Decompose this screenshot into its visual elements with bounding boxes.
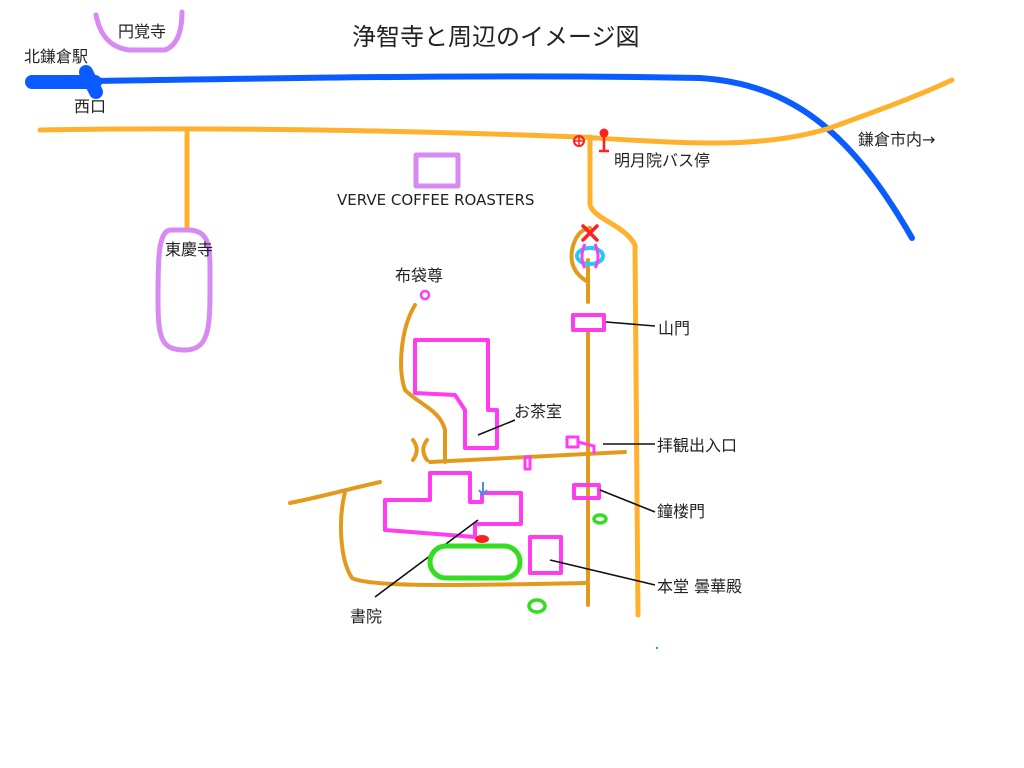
tea-room-label: お茶室 xyxy=(514,402,562,421)
pond xyxy=(575,246,605,266)
sanmon-building xyxy=(571,313,606,332)
main-road xyxy=(37,77,955,618)
shoromon-label: 鐘楼門 xyxy=(657,502,705,521)
tokeiji-outline xyxy=(155,227,213,353)
temple-symbol-icon xyxy=(573,135,585,147)
entrance-gate xyxy=(565,435,580,449)
tokeiji-label: 東慶寺 xyxy=(165,240,213,259)
small-gate xyxy=(523,455,532,471)
bus-stop-icon xyxy=(599,128,609,153)
shoromon-building xyxy=(572,483,601,500)
railway-line xyxy=(25,65,915,241)
sanmon-label: 山門 xyxy=(658,319,690,338)
bridge-icon xyxy=(580,243,600,269)
tree-green xyxy=(527,598,547,614)
station-label: 北鎌倉駅 xyxy=(24,47,88,66)
main-hall-building xyxy=(413,338,499,450)
arrow-icon xyxy=(478,482,488,497)
west-exit-label: 西口 xyxy=(74,97,106,116)
to-kamakura-label: 鎌倉市内→ xyxy=(858,130,935,149)
hondo-label: 本堂 曇華殿 xyxy=(657,577,742,596)
dot-marker xyxy=(655,646,659,650)
verve-label: VERVE COFFEE ROASTERS xyxy=(337,191,534,209)
garden-green xyxy=(427,543,523,581)
hondo-building xyxy=(528,535,563,575)
hoteison-marker xyxy=(419,289,431,301)
hoteison-label: 布袋尊 xyxy=(395,266,443,285)
red-marker xyxy=(475,535,489,543)
engakuji-label: 円覚寺 xyxy=(118,22,166,41)
bus-stop-label: 明月院バス停 xyxy=(614,151,710,170)
entrance-label: 拝観出入口 xyxy=(657,436,737,455)
engakuji-outline xyxy=(93,9,185,53)
cross-marker-icon xyxy=(581,224,599,242)
map-title: 浄智寺と周辺のイメージ図 xyxy=(352,23,640,51)
tree-green xyxy=(592,513,608,525)
shoin-label: 書院 xyxy=(350,607,382,626)
verve-building xyxy=(413,152,461,189)
shoin-building xyxy=(383,471,523,539)
